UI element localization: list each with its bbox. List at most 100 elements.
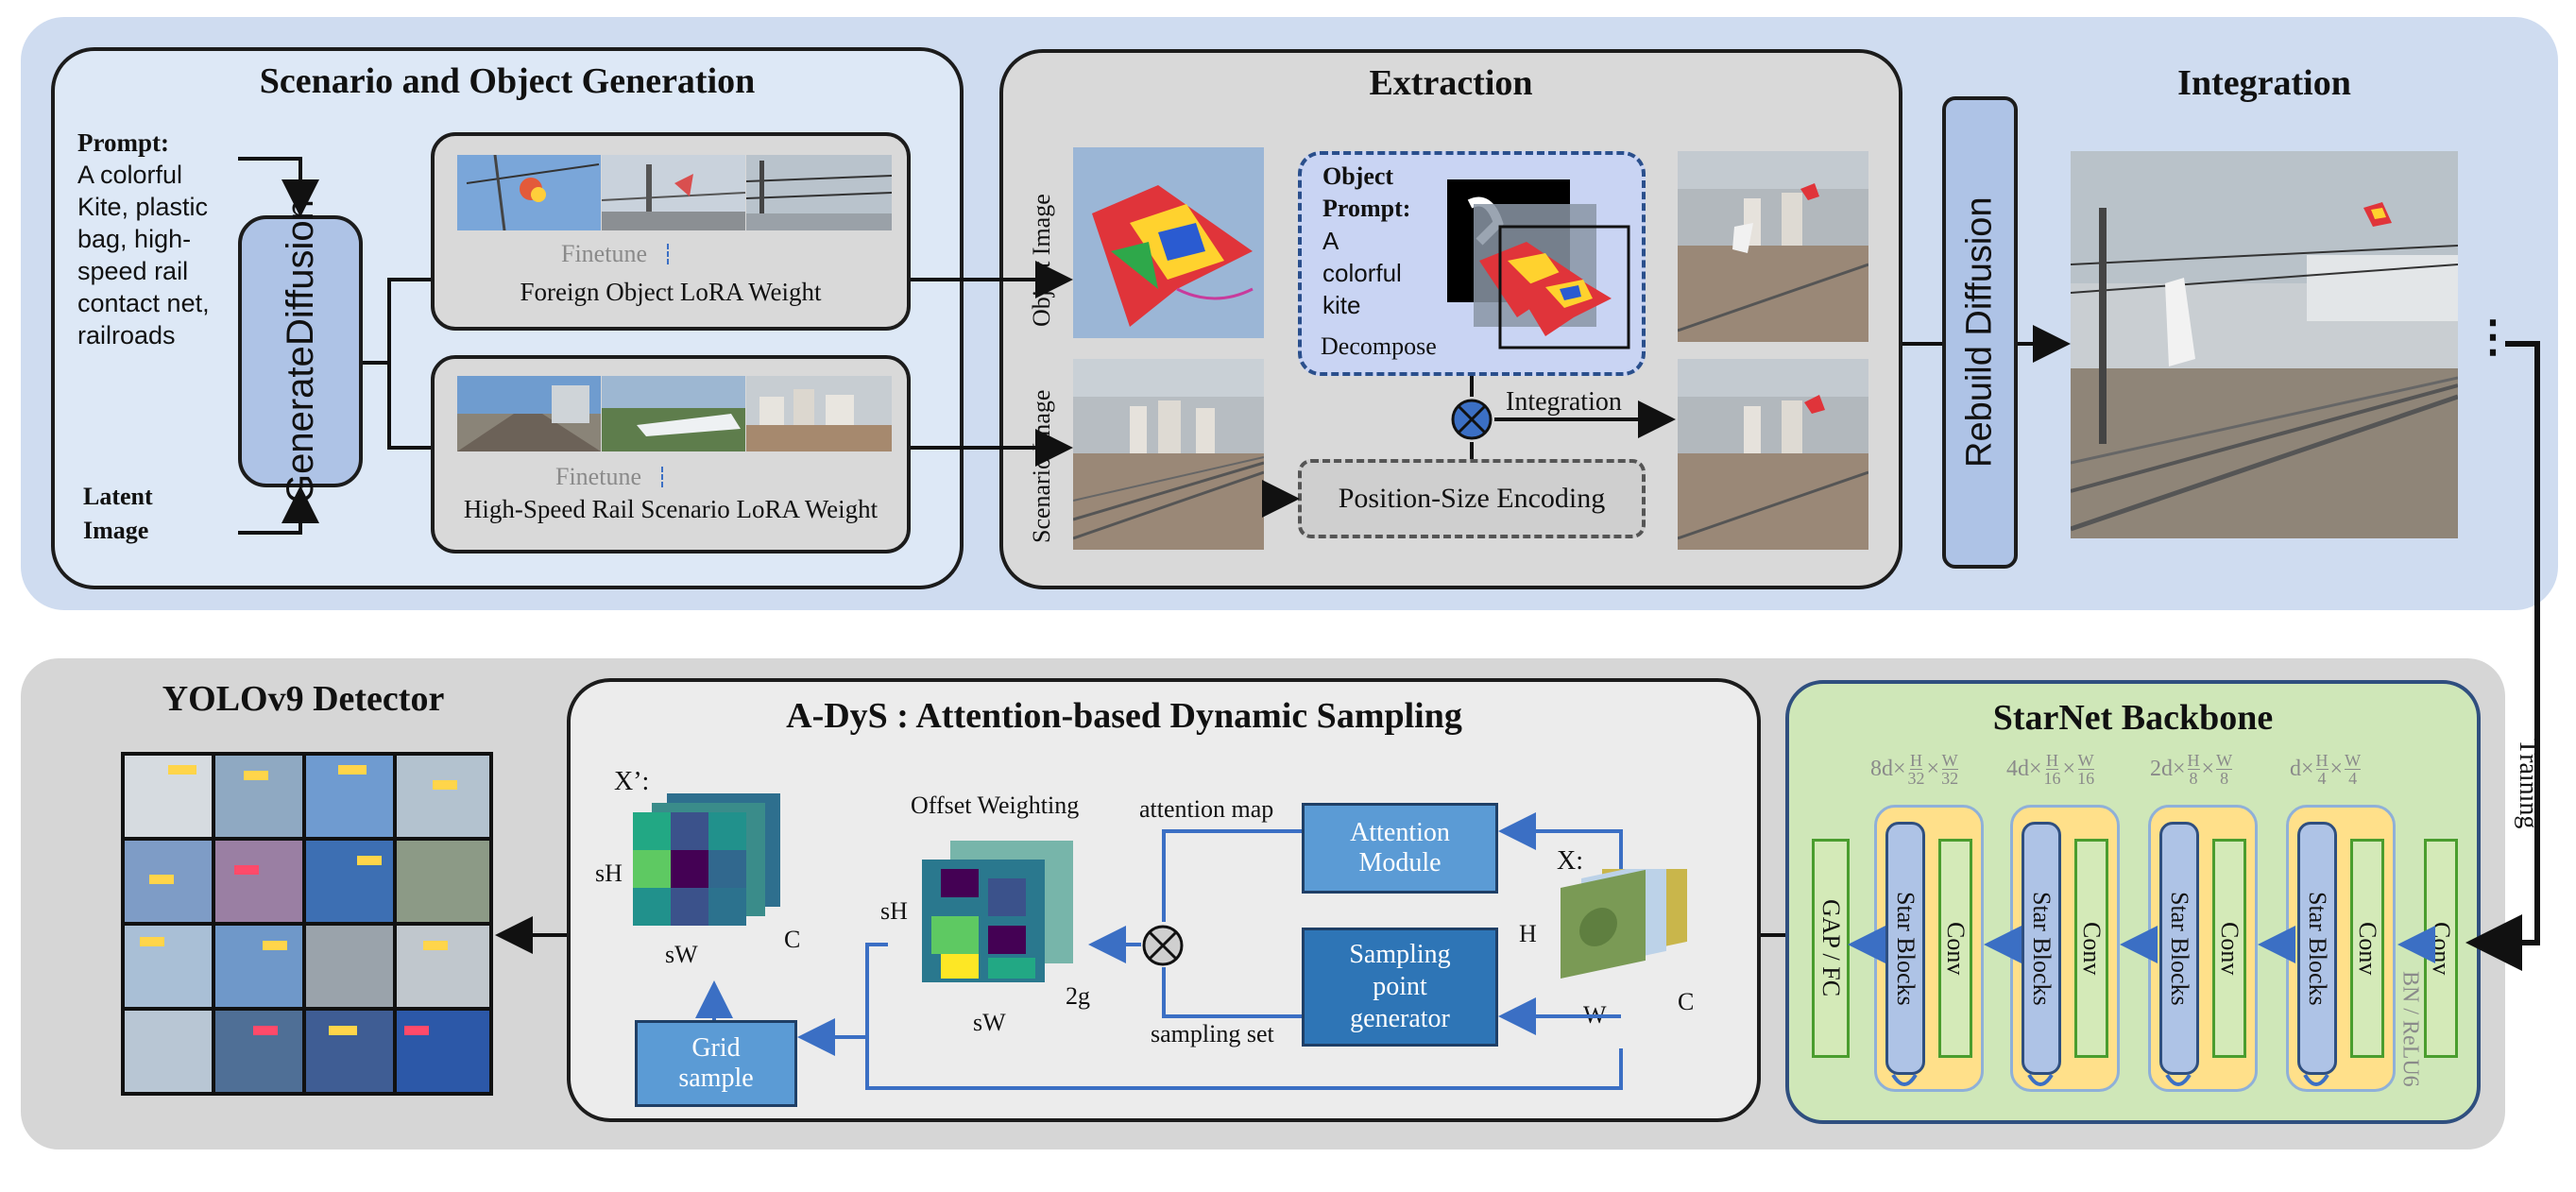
integrated-image-2 xyxy=(1678,359,1868,550)
object-prompt-l3: A xyxy=(1322,227,1339,255)
x-prime-sW: sW xyxy=(665,941,698,968)
starnet-title: StarNet Backbone xyxy=(1992,698,2274,738)
scenario-title: Scenario and Object Generation xyxy=(259,61,756,101)
kite-photo-strip xyxy=(457,155,892,230)
scenario-image xyxy=(1073,359,1264,550)
grid-sample-l2: sample xyxy=(678,1064,754,1093)
x-input-image-stack xyxy=(1561,869,1687,979)
stage-2-star-label: Star Blocks xyxy=(2028,891,2056,1006)
integration-cross-icon xyxy=(1451,399,1493,440)
stage-2-pre: 4d× xyxy=(2006,757,2042,781)
hsr-lora-label: High-Speed Rail Scenario LoRA Weight xyxy=(463,495,879,523)
x-prime-C: C xyxy=(784,926,801,953)
integration-title: Integration xyxy=(2177,63,2351,103)
grid-sample-box: Grid sample xyxy=(635,1020,797,1107)
adys-title: A-DyS : Attention-based Dynamic Sampling xyxy=(786,696,1462,736)
rebuild-diffusion-label: Rebuild Diffusion xyxy=(1959,196,2000,468)
multiply-icon xyxy=(1142,925,1184,966)
stage-1-star-label: Star Blocks xyxy=(1892,891,1919,1006)
stage-2-hd: 16 xyxy=(2043,769,2061,788)
stage-1-hd: 32 xyxy=(1907,769,1925,788)
stage-3-conv-label: Conv xyxy=(2216,921,2243,976)
gap-fc-label: GAP / FC xyxy=(1817,899,1845,997)
yolo-title: YOLOv9 Detector xyxy=(162,679,445,719)
finetune-label-1: Finetune xyxy=(561,240,647,267)
scenario-image-label: Scenario Image xyxy=(1028,389,1055,544)
foreign-lora-label: Foreign Object LoRA Weight xyxy=(520,278,822,306)
rail-photo-strip xyxy=(457,376,892,451)
offset-2g: 2g xyxy=(1066,982,1090,1010)
object-prompt-text: Object Prompt: A colorful kite xyxy=(1322,161,1426,321)
sampling-l3: generator xyxy=(1350,1004,1450,1033)
stage-4-hd: 4 xyxy=(2317,769,2327,788)
stage-3-pre: 2d× xyxy=(2150,757,2186,781)
stage-1-star-blocks xyxy=(1885,822,1925,1075)
bn-relu-label: BN / ReLU6 xyxy=(2397,970,2423,1087)
stage-3-conv xyxy=(2212,839,2246,1058)
integration-arrow-label: Integration xyxy=(1506,387,1622,417)
stage-3-hd: 8 xyxy=(2189,769,2198,788)
stage-3-star-label: Star Blocks xyxy=(2166,891,2193,1006)
x-prime-sH: sH xyxy=(595,860,623,887)
decompose-layers xyxy=(1447,179,1630,349)
stage-4-star-label: Star Blocks xyxy=(2304,891,2331,1006)
offset-weighting-label: Offset Weighting xyxy=(911,792,1080,819)
attention-module-box: Attention Module xyxy=(1302,803,1498,894)
stage-4-wd: 4 xyxy=(2348,769,2358,788)
offset-sH: sH xyxy=(880,897,908,925)
stage-1-pre: 8d× xyxy=(1870,757,1906,781)
diffusion-word: Diffusion xyxy=(280,199,321,347)
stage-1-w: W xyxy=(1941,751,1958,770)
stage-2-conv xyxy=(2074,839,2108,1058)
gap-fc-box xyxy=(1812,839,1850,1058)
finetune-dash-2 xyxy=(661,467,663,487)
stage-2-h: H xyxy=(2046,751,2059,770)
x-input-H: H xyxy=(1519,920,1537,947)
kite-strip-image xyxy=(457,155,892,230)
stage-2-wd: 16 xyxy=(2077,769,2095,788)
object-prompt-l1: Object xyxy=(1322,162,1394,190)
x-prime-label: X’: xyxy=(614,767,650,796)
rail-strip-image xyxy=(457,376,892,451)
ellipsis-icon: ⋮ xyxy=(2471,313,2515,361)
position-size-encoding-box: Position-Size Encoding xyxy=(1298,459,1646,538)
object-prompt-l5: kite xyxy=(1322,291,1361,319)
stage-2-conv-label: Conv xyxy=(2078,921,2106,976)
finetune-label-2: Finetune xyxy=(555,463,641,490)
stage-2-star-blocks xyxy=(2022,822,2061,1075)
decompose-label: Decompose xyxy=(1321,332,1437,360)
prompt-block: Prompt: A colorful Kite, plastic bag, hi… xyxy=(77,127,219,351)
stage-1-wd: 32 xyxy=(1941,769,1959,788)
sampling-l1: Sampling xyxy=(1349,940,1451,969)
stage-1-conv xyxy=(1938,839,1972,1058)
generate-word: Generate xyxy=(280,346,321,503)
grid-sample-l1: Grid xyxy=(691,1033,741,1063)
training-label: Training xyxy=(2509,718,2547,850)
stage-3-h: H xyxy=(2187,751,2200,770)
prompt-text: A colorful Kite, plastic bag, high-speed… xyxy=(77,161,210,349)
stage-4-w: W xyxy=(2345,751,2362,770)
object-prompt-l4: colorful xyxy=(1322,259,1402,287)
offset-sW: sW xyxy=(973,1009,1006,1036)
stage-4-conv-label: Conv xyxy=(2354,921,2381,976)
prompt-label: Prompt: xyxy=(77,128,169,157)
attention-module-l2: Module xyxy=(1358,848,1442,877)
attention-module-l1: Attention xyxy=(1350,818,1450,847)
x-prime-feature-stack xyxy=(633,793,780,926)
integration-result-image xyxy=(2071,151,2458,538)
rebuild-diffusion-box xyxy=(1942,96,2018,569)
integrated-image-1 xyxy=(1678,151,1868,342)
x-input-C: C xyxy=(1678,988,1695,1015)
stage-3-w: W xyxy=(2216,751,2233,770)
offset-weighting-map xyxy=(922,841,1073,982)
yolo-detection-grid xyxy=(121,752,493,1096)
object-image xyxy=(1073,147,1264,338)
stage-3-wd: 8 xyxy=(2220,769,2229,788)
sampling-set-label: sampling set xyxy=(1151,1020,1274,1047)
stage-2-w: W xyxy=(2077,751,2094,770)
stage-4-pre: d× xyxy=(2290,757,2314,781)
sampling-point-generator-box: Sampling point generator xyxy=(1302,928,1498,1047)
